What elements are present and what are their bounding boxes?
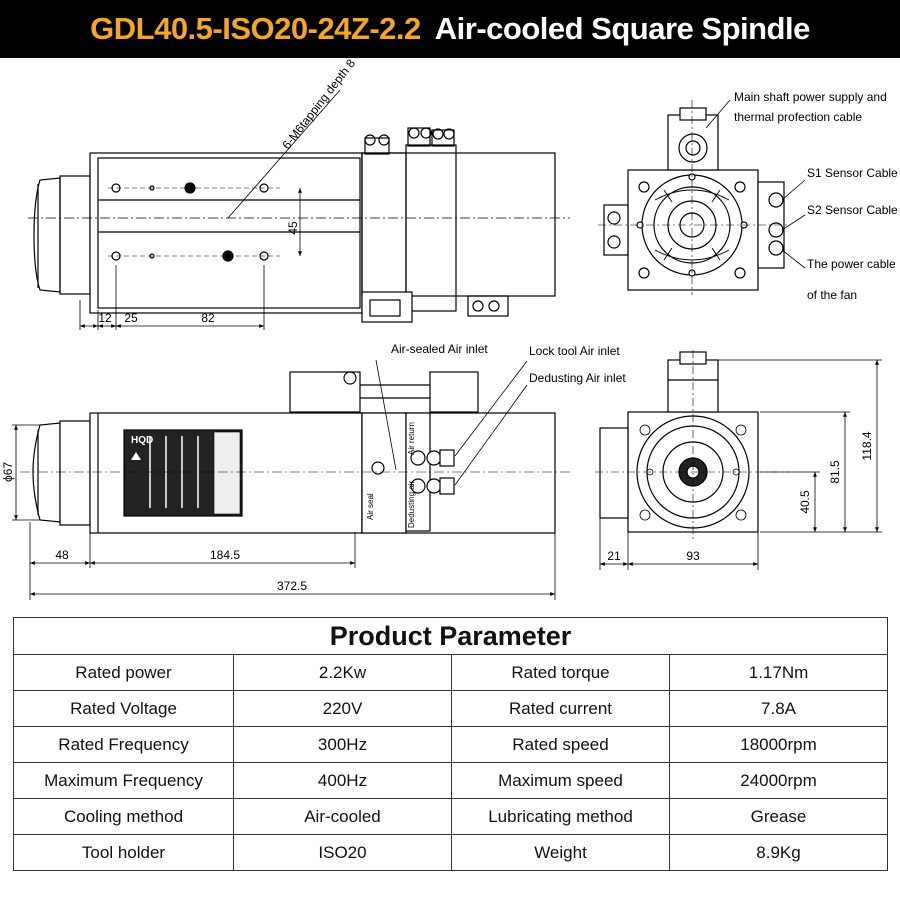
- dim-40-5: 40.5: [798, 490, 812, 514]
- param-label: Rated Frequency: [13, 726, 234, 763]
- front-view: [12, 359, 570, 600]
- dim-12: 12: [98, 311, 112, 325]
- table-row: Rated Voltage 220V Rated current 7.8A: [13, 690, 889, 727]
- param-label: Rated torque: [451, 654, 670, 691]
- side-label-air-seal: Air seal: [366, 493, 375, 520]
- param-value: ISO20: [233, 834, 452, 871]
- table-row: Rated Frequency 300Hz Rated speed 18000r…: [13, 726, 889, 763]
- param-label: Tool holder: [13, 834, 234, 871]
- header-bar: GDL40.5-ISO20-24Z-2.2 Air-cooled Square S…: [0, 0, 900, 58]
- front-end-view: [595, 350, 882, 570]
- table-row: Tool holder ISO20 Weight 8.9Kg: [13, 834, 889, 871]
- side-label-dedusting: Dedusting air: [407, 481, 416, 528]
- dim-93: 93: [686, 549, 700, 563]
- nameplate-brand: HQD: [131, 435, 153, 446]
- param-label: Rated current: [451, 690, 670, 727]
- label-s1-sensor: S1 Sensor Cable: [807, 166, 898, 180]
- dim-82: 82: [201, 311, 215, 325]
- param-value: Air-cooled: [233, 798, 452, 835]
- dim-81-5: 81.5: [828, 460, 842, 484]
- param-label: Cooling method: [13, 798, 234, 835]
- model-name: GDL40.5-ISO20-24Z-2.2: [90, 11, 421, 46]
- front-end-labels: 21 93 40.5 81.5 118.4: [607, 431, 874, 563]
- label-dedusting: Dedusting Air inlet: [529, 371, 626, 385]
- label-main-cable-2: thermal profection cable: [734, 110, 862, 124]
- param-value: 2.2Kw: [233, 654, 452, 691]
- dim-118-4: 118.4: [860, 431, 874, 460]
- label-fan-power-1: The power cable: [807, 257, 896, 271]
- dim-184: 184.5: [210, 548, 240, 562]
- param-value: 24000rpm: [668, 762, 889, 799]
- param-label: Maximum speed: [451, 762, 670, 799]
- label-s2-sensor: S2 Sensor Cable: [807, 203, 898, 217]
- param-label: Rated power: [13, 654, 234, 691]
- param-value: 7.8A: [668, 690, 889, 727]
- param-label: Rated speed: [451, 726, 670, 763]
- param-value: 8.9Kg: [668, 834, 889, 871]
- param-label: Weight: [451, 834, 670, 871]
- param-value: Grease: [668, 798, 889, 835]
- param-value: 1.17Nm: [668, 654, 889, 691]
- table-row: Maximum Frequency 400Hz Maximum speed 24…: [13, 762, 889, 799]
- top-view: [28, 89, 570, 330]
- param-value: 300Hz: [233, 726, 452, 763]
- dim-21: 21: [607, 549, 621, 563]
- rear-end-labels: Main shaft power supply and thermal prof…: [734, 90, 898, 302]
- params-title: Product Parameter: [12, 617, 889, 655]
- dim-dia67: ϕ67: [1, 462, 15, 482]
- dim-48: 48: [55, 548, 69, 562]
- label-main-cable-1: Main shaft power supply and: [734, 90, 887, 104]
- product-title: Air-cooled Square Spindle: [434, 11, 811, 46]
- param-value: 400Hz: [233, 762, 452, 799]
- side-label-air-return: Air return: [407, 422, 416, 455]
- param-value: 18000rpm: [668, 726, 889, 763]
- technical-drawing: 6-M6tapping depth 8 12 25 82 45: [1, 58, 898, 600]
- table-row: Cooling method Air-cooled Lubricating me…: [13, 798, 889, 835]
- param-value: 220V: [233, 690, 452, 727]
- dim-45: 45: [286, 221, 300, 235]
- tapping-label: 6-M6tapping depth 8: [279, 58, 358, 152]
- dim-25: 25: [124, 311, 138, 325]
- rear-end-view: [598, 99, 806, 295]
- table-row: Rated power 2.2Kw Rated torque 1.17Nm: [13, 654, 889, 691]
- param-label: Lubricating method: [451, 798, 670, 835]
- front-view-labels: HQD Air-sealed Air inlet Lock tool Air i…: [1, 342, 626, 593]
- param-label: Rated Voltage: [13, 690, 234, 727]
- label-lock-tool: Lock tool Air inlet: [529, 344, 620, 358]
- dim-372: 372.5: [277, 579, 307, 593]
- label-fan-power-2: of the fan: [807, 288, 857, 302]
- param-label: Maximum Frequency: [13, 762, 234, 799]
- label-air-sealed: Air-sealed Air inlet: [391, 342, 488, 356]
- header-title: GDL40.5-ISO20-24Z-2.2 Air-cooled Square S…: [0, 0, 900, 58]
- product-parameter-table: Product Parameter Rated power 2.2Kw Rate…: [12, 617, 889, 871]
